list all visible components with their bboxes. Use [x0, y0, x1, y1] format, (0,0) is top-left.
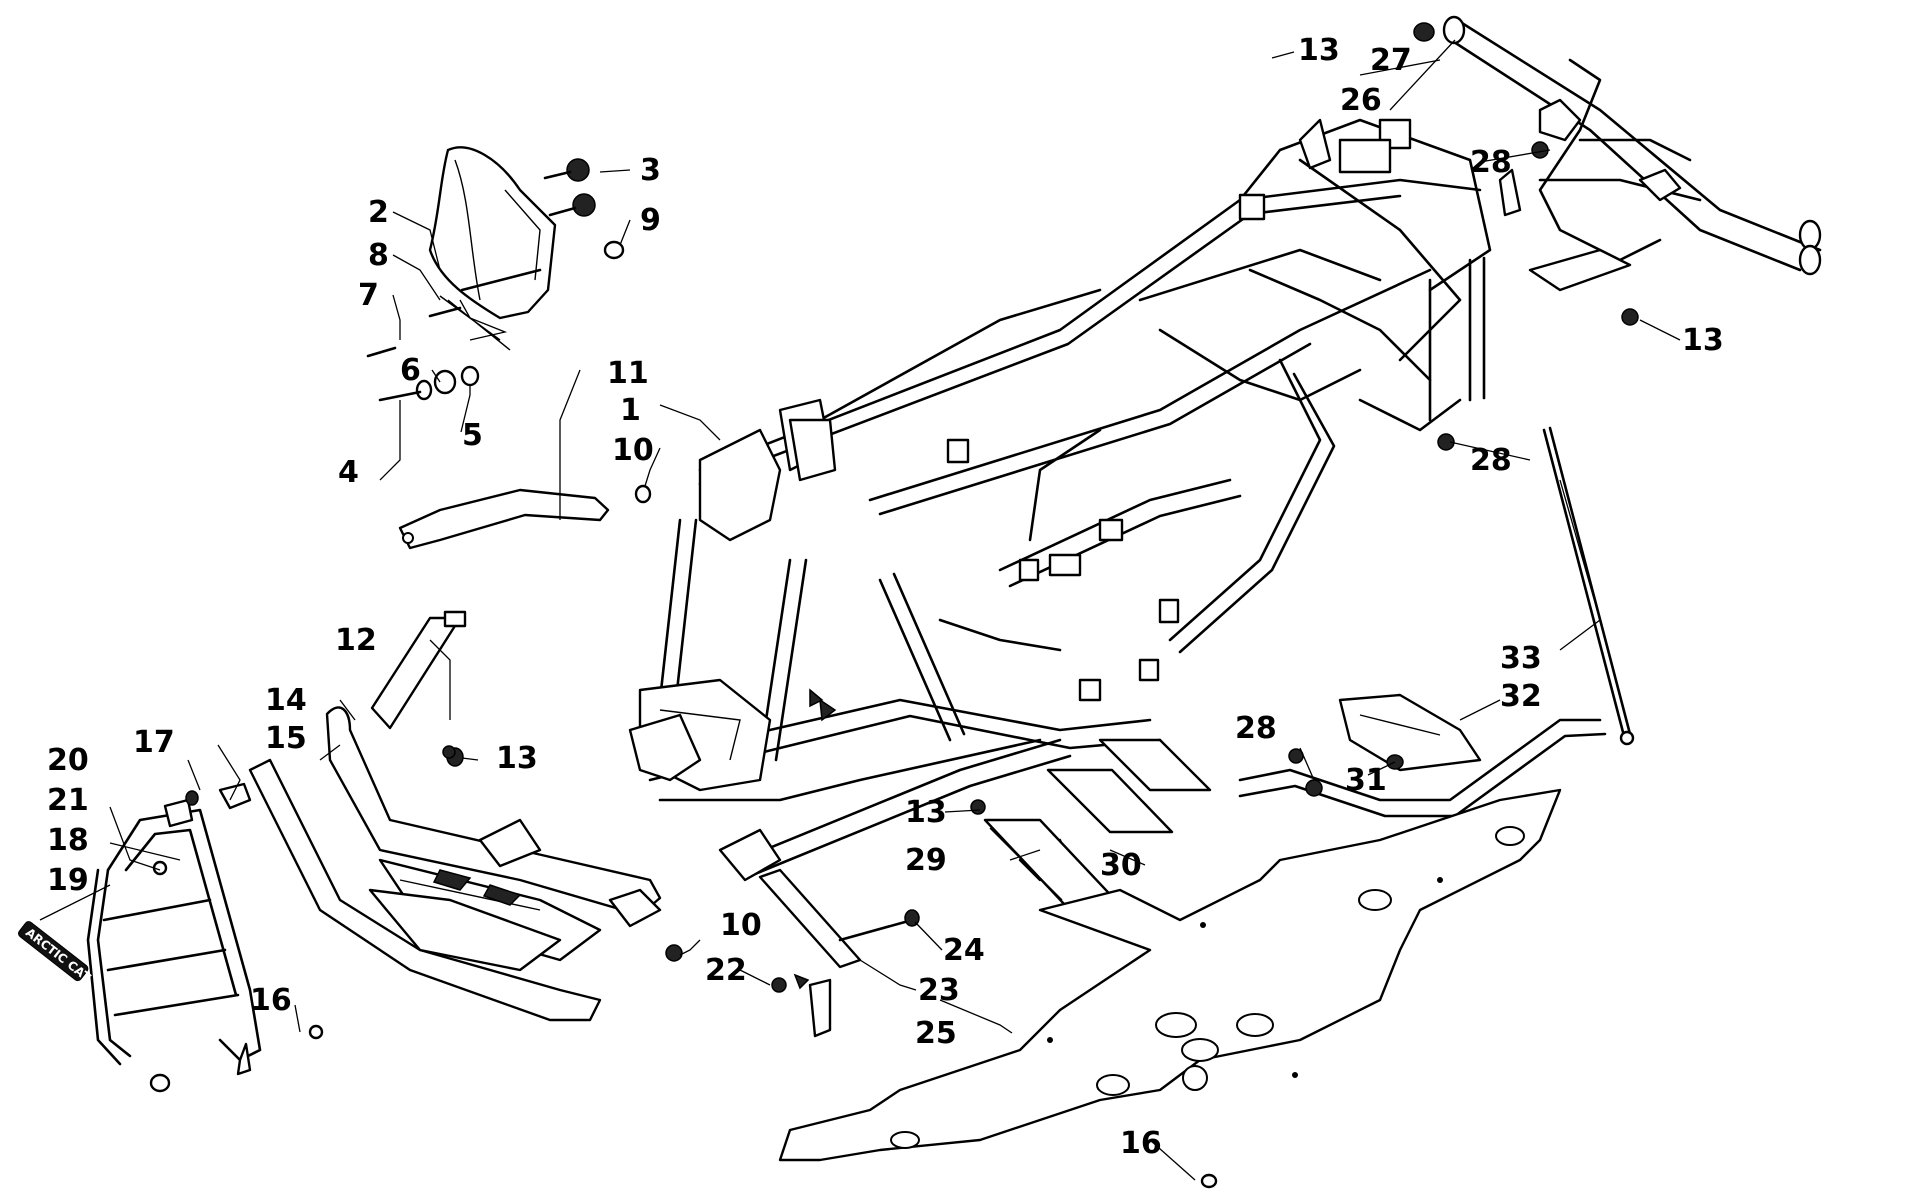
- callout-27: 27: [1370, 43, 1412, 78]
- callout-2: 2: [368, 195, 389, 230]
- front-bumper: [248, 706, 683, 1022]
- callout-30: 30: [1100, 848, 1142, 883]
- callout-28a: 28: [1470, 145, 1512, 180]
- callout-15: 15: [265, 721, 307, 756]
- callout-12: 12: [335, 623, 377, 658]
- callout-28b: 28: [1470, 443, 1512, 478]
- callout-24: 24: [943, 933, 985, 968]
- callout-17: 17: [133, 725, 175, 760]
- callout-13a: 13: [496, 741, 538, 776]
- callout-8: 8: [368, 238, 389, 273]
- callout-16a: 16: [250, 983, 292, 1018]
- callout-23: 23: [918, 973, 960, 1008]
- callout-32: 32: [1500, 679, 1542, 714]
- callout-10b: 10: [720, 908, 762, 943]
- callout-4: 4: [338, 455, 359, 490]
- skid-plate: [778, 788, 1562, 1162]
- callout-21: 21: [47, 783, 89, 818]
- callout-labels: 3 2 9 8 7 6 5 4 11 1 10 12 14 15 17 20 2…: [47, 33, 1724, 1161]
- callout-16b: 16: [1120, 1126, 1162, 1161]
- headlight-assembly: [366, 146, 625, 402]
- callout-3: 3: [640, 153, 661, 188]
- callout-14: 14: [265, 683, 307, 718]
- bracket-11: [398, 484, 652, 550]
- callout-11: 11: [607, 356, 649, 391]
- callout-26: 26: [1340, 83, 1382, 118]
- bracket-23-24: [758, 868, 920, 1038]
- pads-29-30: [983, 738, 1212, 907]
- callout-10a: 10: [612, 433, 654, 468]
- callout-7: 7: [358, 278, 379, 313]
- rod-33: [1542, 426, 1635, 746]
- callout-13b: 13: [905, 795, 947, 830]
- callout-9: 9: [640, 203, 661, 238]
- callout-28c: 28: [1235, 711, 1277, 746]
- callout-20: 20: [47, 743, 89, 778]
- callout-31: 31: [1345, 763, 1387, 798]
- callout-13c: 13: [1682, 323, 1724, 358]
- callout-22: 22: [705, 953, 747, 988]
- rear-rack: [1413, 15, 1822, 292]
- main-frame: [628, 118, 1522, 882]
- callout-29: 29: [905, 843, 947, 878]
- callout-1: 1: [620, 393, 641, 428]
- callout-19: 19: [47, 863, 89, 898]
- leader-lines: [39, 39, 1681, 1181]
- callout-33: 33: [1500, 641, 1542, 676]
- bracket-31-32: [1238, 693, 1607, 818]
- callout-25: 25: [915, 1016, 957, 1051]
- strut-12: [370, 610, 467, 730]
- hardware: [308, 141, 1639, 1189]
- callout-18: 18: [47, 823, 89, 858]
- brand-badge: ARCTIC CAT: [18, 921, 94, 985]
- svg-text:ARCTIC CAT: ARCTIC CAT: [23, 925, 94, 985]
- callout-13d: 13: [1298, 33, 1340, 68]
- callout-6: 6: [400, 353, 421, 388]
- callout-5: 5: [462, 418, 483, 453]
